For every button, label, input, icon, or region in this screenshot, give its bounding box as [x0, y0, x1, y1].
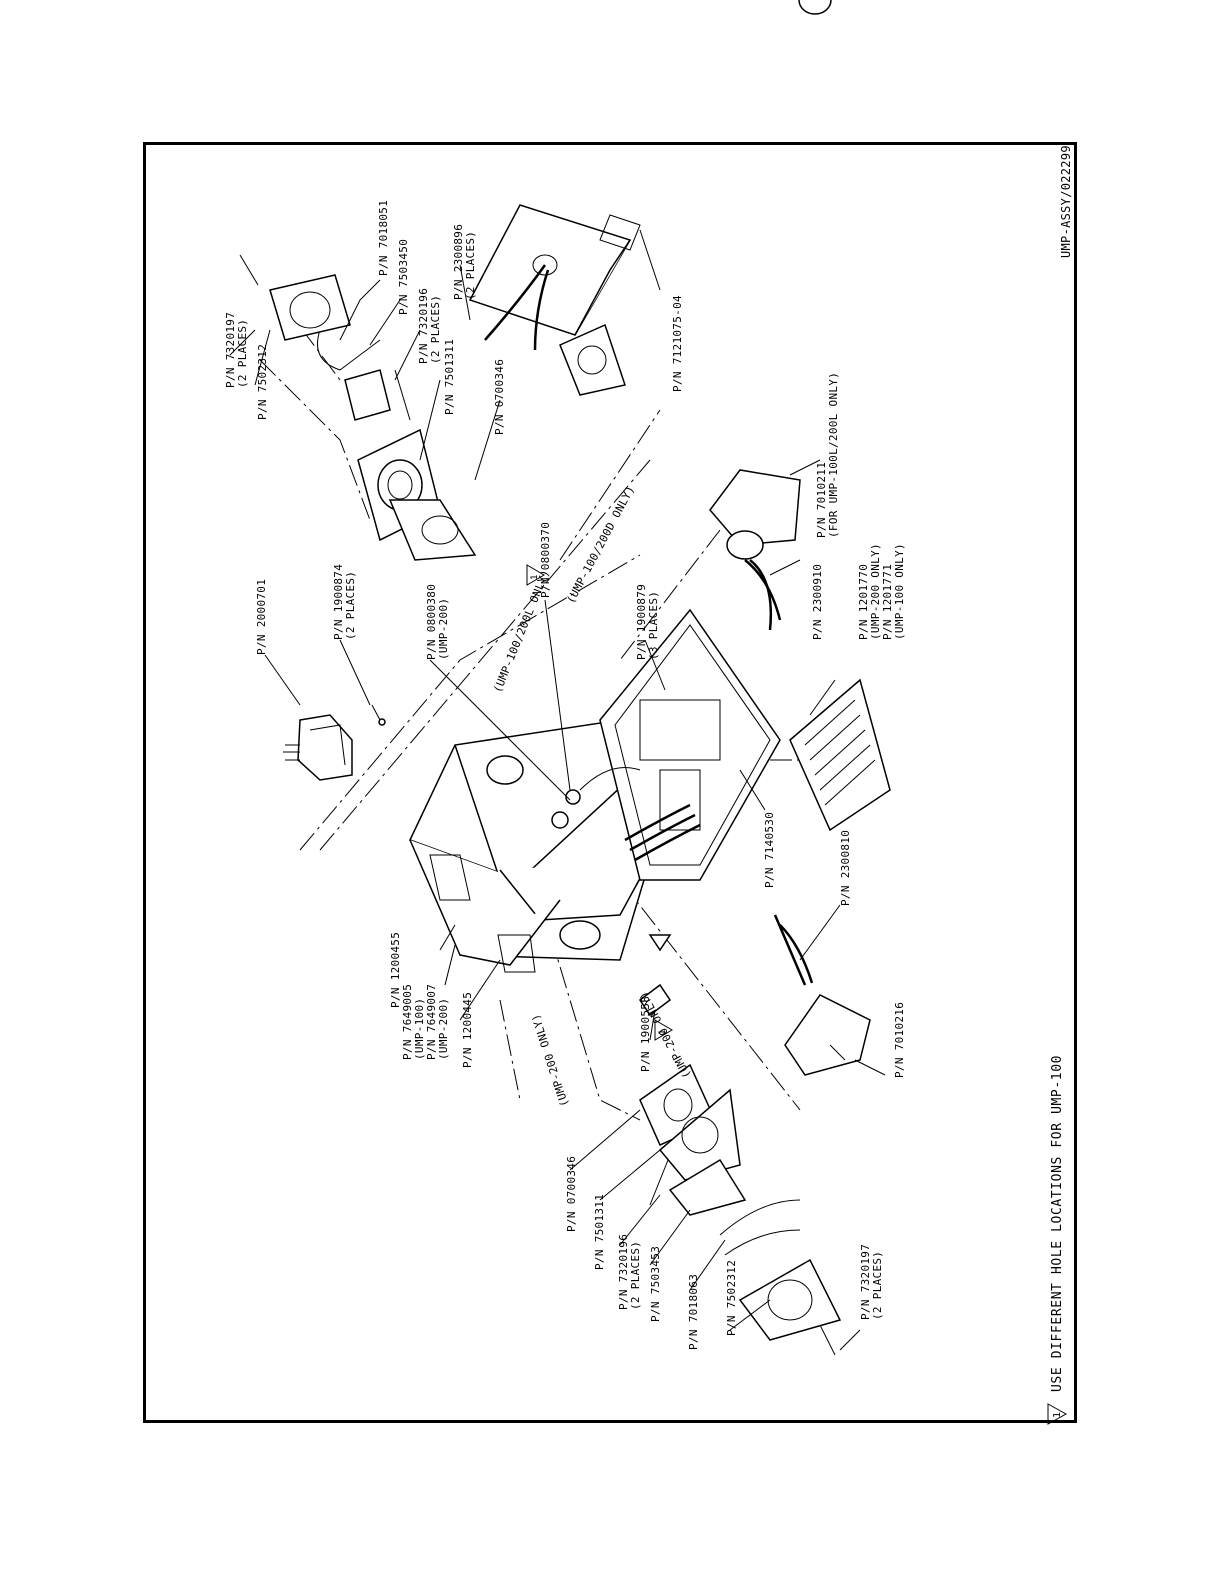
label-ump-100-200d-only: (UMP-100/200D ONLY)	[564, 483, 638, 606]
callout-7320196-upper: P/N 7320196 (2 PLACES)	[417, 287, 442, 364]
callout-7320197-lower: P/N 7320197 (2 PLACES)	[859, 1243, 884, 1320]
callout-7121075-04: P/N 7121075-04	[671, 295, 684, 392]
callout-0700346-lower: P/N 0700346	[565, 1155, 578, 1232]
general-note-text: USE DIFFERENT HOLE LOCATIONS FOR UMP-100	[1050, 1054, 1065, 1392]
callout-7503450: P/N 7503450	[397, 238, 410, 315]
callout-0700346-upper: P/N 0700346	[493, 358, 506, 435]
note-flag-symbols	[526, 564, 1068, 1425]
callout-7010216: P/N 7010216	[893, 1001, 906, 1078]
callout-7502312-upper: P/N 7502312	[256, 343, 269, 420]
label-ump-200-only-a: (UMP-200 ONLY)	[529, 1012, 572, 1109]
callout-7501311-upper: P/N 7501311	[443, 338, 456, 415]
wire-harness	[624, 803, 701, 862]
pump-head-upper	[239, 254, 477, 561]
callout-7010211: P/N 7010211 (FOR UMP-100L/200L ONLY)	[815, 371, 840, 538]
callout-7320197-upper: P/N 7320197 (2 PLACES)	[224, 311, 249, 388]
callout-1900874: P/N 1900874 (2 PLACES)	[332, 563, 357, 640]
motor-lower	[773, 0, 871, 1076]
fittings	[638, 934, 672, 1017]
callout-0800380: P/N 0800380 (UMP-200)	[425, 583, 450, 660]
callout-7502312-lower: P/N 7502312	[725, 1259, 738, 1336]
label-ump-100-200l-only: (UMP-100/200L ONLY)	[491, 567, 553, 695]
callout-7320196-lower: P/N 7320196 (2 PLACES)	[617, 1233, 642, 1310]
callout-7503453: P/N 7503453	[649, 1245, 662, 1322]
callout-2300896: P/N 2300896 (2 PLACES)	[452, 223, 477, 300]
main-enclosure	[408, 719, 652, 973]
transformer	[283, 704, 386, 781]
callout-1201770: P/N 1201770 (UMP-200 ONLY) P/N 1201771 (…	[857, 543, 906, 640]
callout-2300910: P/N 2300910	[811, 563, 824, 640]
callout-7018051: P/N 7018051	[377, 199, 390, 276]
callout-2300810: P/N 2300810	[839, 829, 852, 906]
callout-7018063: P/N 7018063	[687, 1273, 700, 1350]
leader-lines	[229, 229, 886, 1351]
drawing-border	[143, 142, 1077, 1423]
callout-1900879: P/N 1900879 (3 PLACES)	[635, 583, 660, 660]
pump-head-lower	[639, 1063, 842, 1356]
callout-7501311-lower: P/N 7501311	[593, 1193, 606, 1270]
callout-2000701: P/N 2000701	[255, 578, 268, 655]
callout-7140530: P/N 7140530	[763, 811, 776, 888]
center-lines	[259, 299, 840, 1121]
motor-right	[709, 469, 801, 631]
label-card	[789, 678, 891, 832]
callout-7649005: P/N 7649005 (UMP-100) P/N 7649007 (UMP-2…	[401, 983, 450, 1060]
motor-upper	[468, 204, 641, 396]
callout-1200445: P/N 1200445	[461, 991, 474, 1068]
drawing-id: UMP-ASSY/022299	[1059, 145, 1073, 258]
general-note-symbol: 1	[1052, 1411, 1063, 1418]
general-note: USE DIFFERENT HOLE LOCATIONS FOR UMP-100	[1050, 1054, 1065, 1392]
